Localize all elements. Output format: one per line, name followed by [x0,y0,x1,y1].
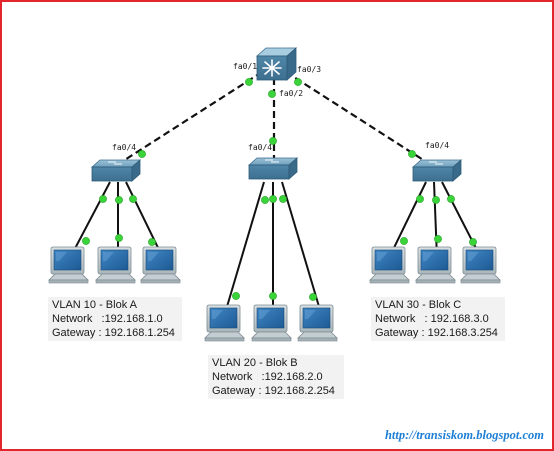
access-links [69,181,482,311]
vlan-title: VLAN 10 - Blok A [52,299,137,311]
vlan-info-blok-a: VLAN 10 - Blok A Network :192.168.1.0 Ga… [48,297,182,341]
vlan-network: Network :192.168.2.0 [212,371,323,383]
trunk-links [119,71,429,164]
trunk-link-c [285,71,429,164]
link-lights [82,78,477,301]
pc-icon[interactable] [95,246,136,284]
vlan-info-blok-c: VLAN 30 - Blok C Network : 192.168.3.0 G… [371,297,505,341]
pc-icon[interactable] [48,246,89,284]
switch-icon[interactable] [247,157,299,180]
blog-url[interactable]: http://transiskom.blogspot.com [384,428,544,442]
port-label-core-middle: fa0/2 [279,89,303,98]
port-label-core-right: fa0/3 [297,65,321,74]
pc-icon[interactable] [369,246,410,284]
port-label-switch-b: fa0/4 [248,143,272,152]
multilayer-switch-icon[interactable] [255,47,298,81]
pc-icon[interactable] [140,246,181,284]
pc-icon[interactable] [415,246,456,284]
vlan-title: VLAN 20 - Blok B [212,357,298,369]
pc-icon[interactable] [460,246,501,284]
pc-icon[interactable] [251,304,292,342]
port-label-switch-a: fa0/4 [112,143,136,152]
pc-icon[interactable] [204,304,245,342]
vlan-info-blok-b: VLAN 20 - Blok B Network :192.168.2.0 Ga… [208,355,344,399]
pc-icon[interactable] [297,304,338,342]
switch-icon[interactable] [411,159,463,182]
switch-icon[interactable] [90,159,142,182]
vlan-network: Network : 192.168.3.0 [375,313,489,325]
port-label-core-left: fa0/1 [233,62,257,71]
vlan-gateway: Gateway : 192.168.2.254 [212,385,335,397]
port-label-switch-c: fa0/4 [425,141,449,150]
vlan-gateway: Gateway : 192.168.3.254 [375,327,498,339]
trunk-link-a [119,71,263,164]
pc-group [48,246,501,342]
vlan-title: VLAN 30 - Blok C [375,299,462,311]
vlan-gateway: Gateway : 192.168.1.254 [52,327,175,339]
vlan-network: Network :192.168.1.0 [52,313,163,325]
port-labels: fa0/1 fa0/2 fa0/3 fa0/4 fa0/4 fa0/4 [112,62,449,152]
